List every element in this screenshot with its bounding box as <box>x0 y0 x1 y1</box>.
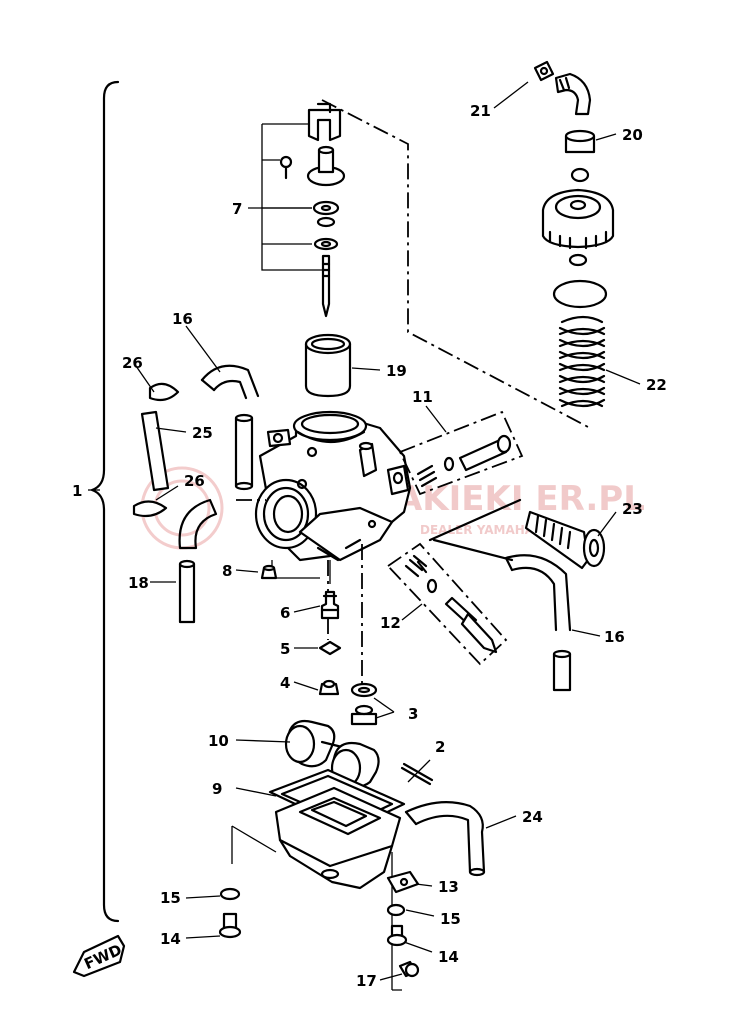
callout-11: 11 <box>412 388 433 406</box>
callout-25: 25 <box>192 424 213 442</box>
throttle-valve-19 <box>304 333 352 398</box>
hose-25-with-clips <box>132 382 180 518</box>
callout-14-right: 14 <box>438 948 459 966</box>
callout-8: 8 <box>222 562 232 580</box>
callout-19: 19 <box>386 362 407 380</box>
callout-6: 6 <box>280 604 290 622</box>
callout-26-upper: 26 <box>122 354 143 372</box>
callout-21: 21 <box>470 102 491 120</box>
pilot-screw-kit-11 <box>398 410 524 496</box>
starter-plunger-23 <box>428 498 606 570</box>
alignment-line-top <box>321 99 591 429</box>
callout-24: 24 <box>522 808 543 826</box>
callout-17: 17 <box>356 972 377 990</box>
callout-15-right: 15 <box>440 910 461 928</box>
callout-14-left: 14 <box>160 930 181 948</box>
callout-16-upper: 16 <box>172 310 193 328</box>
vent-hose-upper <box>200 364 260 491</box>
callout-7: 7 <box>232 200 242 218</box>
bowl-hardware <box>218 870 420 978</box>
float-chamber <box>268 719 434 890</box>
callout-23: 23 <box>622 500 643 518</box>
jets-column <box>260 564 378 726</box>
watermark-subtitle: DEALER YAMAHA <box>420 523 535 537</box>
throttle-stop-kit-12 <box>386 542 508 666</box>
callout-leaders <box>88 81 641 981</box>
hose-elbow <box>178 498 218 550</box>
callout-13: 13 <box>438 878 459 896</box>
callout-labels: 1 2 3 4 5 6 7 8 9 10 11 12 13 14 14 15 1… <box>72 102 667 990</box>
callout-15-left: 15 <box>160 889 181 907</box>
callout-4: 4 <box>280 674 290 692</box>
hose-18 <box>178 559 196 624</box>
bowl-screw-leaders <box>231 825 402 991</box>
callout-9: 9 <box>212 780 222 798</box>
callout-18: 18 <box>128 574 149 592</box>
callout-2: 2 <box>435 738 445 756</box>
carburetor-body <box>254 410 412 562</box>
callout-16-lower: 16 <box>604 628 625 646</box>
throttle-cap-stack <box>533 60 615 408</box>
fuel-hose-24 <box>404 801 486 877</box>
callout-1: 1 <box>72 482 82 500</box>
callout-22: 22 <box>646 376 667 394</box>
needle-jet-group <box>261 102 346 318</box>
assembly-brace <box>90 80 120 923</box>
callout-10: 10 <box>208 732 229 750</box>
jet-bracket-lines <box>271 560 331 584</box>
callout-3: 3 <box>408 705 418 723</box>
forward-direction-arrow: FWD <box>72 934 126 978</box>
callout-12: 12 <box>380 614 401 632</box>
vent-hose-lower <box>432 538 572 692</box>
callout-26-lower: 26 <box>184 472 205 490</box>
callout-5: 5 <box>280 640 290 658</box>
callout-20: 20 <box>622 126 643 144</box>
